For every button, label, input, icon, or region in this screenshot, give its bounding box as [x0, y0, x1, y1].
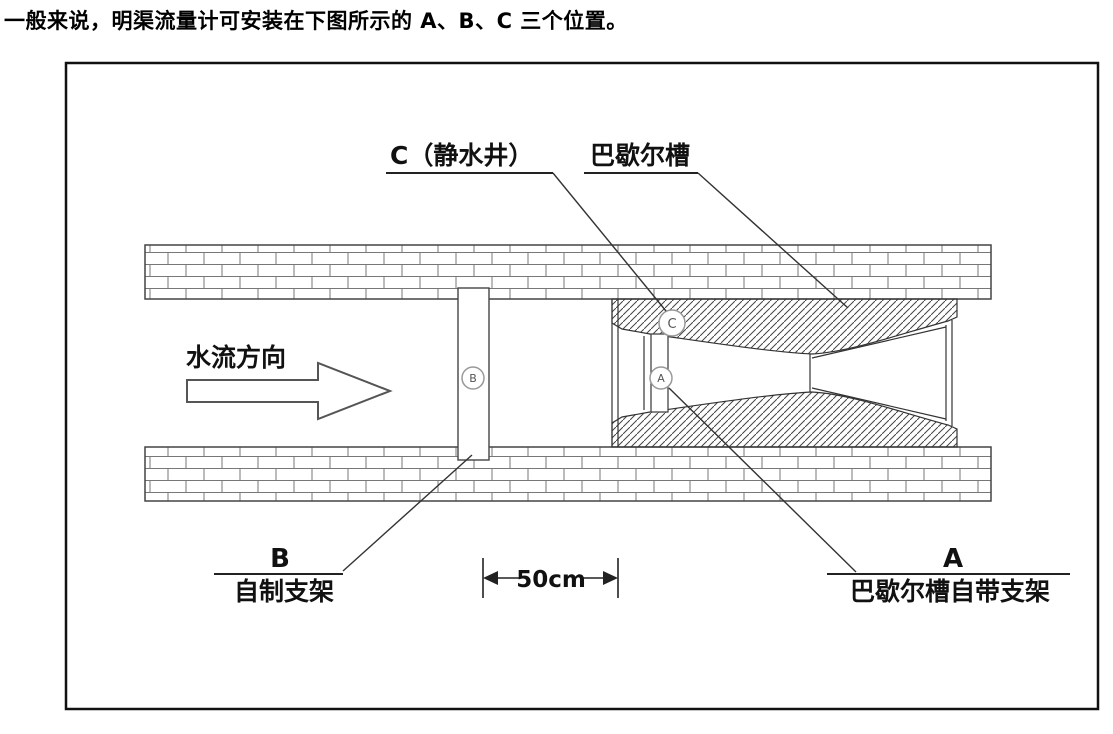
marker-c-letter: C — [667, 317, 676, 332]
marker-a-circle — [649, 366, 673, 390]
dimension-label: 50cm — [516, 567, 586, 593]
position-b-desc: 自制支架 — [234, 577, 334, 606]
position-a-leader — [668, 387, 857, 573]
parshall-flume-leader — [697, 172, 849, 309]
marker-a-letter: A — [657, 372, 665, 385]
flow-direction-label: 水流方向 — [186, 343, 286, 372]
intro-text: 一般来说，明渠流量计可安装在下图所示的 A、B、C 三个位置。 — [4, 9, 628, 33]
marker-b-circle — [461, 366, 485, 390]
dimension-50cm: 50cm — [482, 558, 619, 598]
flume-upper-wall — [611, 298, 958, 355]
marker-b-letter: B — [469, 372, 477, 385]
stilling-well-leader — [552, 172, 667, 312]
position-a-desc: 巴歇尔槽自带支架 — [850, 577, 1050, 606]
position-b-letter: B — [270, 544, 290, 574]
position-a-callout: A 巴歇尔槽自带支架 — [668, 387, 1070, 606]
stilling-well-callout: C（静水井） — [386, 141, 667, 312]
marker-c: C — [658, 309, 686, 337]
position-b-callout: B 自制支架 — [214, 454, 473, 606]
parshall-flume-label: 巴歇尔槽 — [590, 141, 690, 170]
position-a-letter: A — [943, 544, 963, 574]
flow-arrow-icon — [186, 361, 393, 421]
marker-b: B — [461, 366, 485, 390]
flume-structure-lines — [611, 299, 953, 447]
marker-c-circle — [658, 309, 686, 337]
parshall-flume-callout: 巴歇尔槽 — [584, 141, 849, 309]
flume-lower-wall — [611, 391, 958, 448]
dimension-right-arrow-icon — [603, 571, 618, 585]
dimension-left-arrow-icon — [483, 571, 498, 585]
channel-top-wall — [144, 244, 992, 300]
marker-a: A — [649, 366, 673, 390]
channel-bottom-wall — [144, 446, 992, 502]
stilling-well-label: C（静水井） — [390, 141, 533, 170]
position-b-leader — [342, 454, 473, 572]
